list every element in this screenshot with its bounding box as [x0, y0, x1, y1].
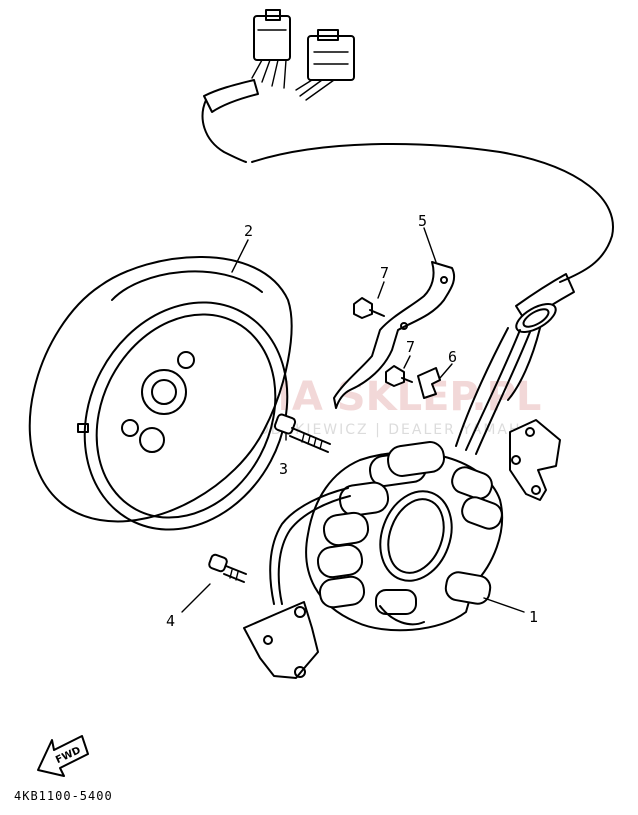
callout-4: 4 [166, 612, 175, 630]
bolt-7-lower [385, 365, 413, 387]
callout-7-upper: 7 [380, 264, 389, 282]
callout-2: 2 [244, 222, 253, 240]
stator-assembly [305, 441, 504, 632]
cable-clamp-bracket [333, 261, 456, 409]
diagram-code: 4KB1100-5400 [14, 789, 113, 803]
flywheel-rotor [28, 256, 293, 531]
main-wire [251, 142, 614, 455]
callout-6: 6 [448, 348, 457, 366]
pickup-coil-right [509, 419, 561, 501]
wire-connector [201, 9, 355, 163]
bolt-7-upper [353, 297, 385, 319]
callout-1: 1 [529, 608, 538, 626]
leader-lines [181, 227, 525, 613]
pickup-coil-left [243, 487, 351, 679]
callout-7-lower: 7 [406, 338, 415, 356]
screw-3 [273, 413, 331, 453]
callout-5: 5 [418, 212, 427, 230]
callout-3: 3 [279, 460, 288, 478]
fwd-arrow-icon: FWD [37, 735, 89, 777]
screw-4 [208, 553, 247, 583]
clip-6 [417, 367, 441, 399]
